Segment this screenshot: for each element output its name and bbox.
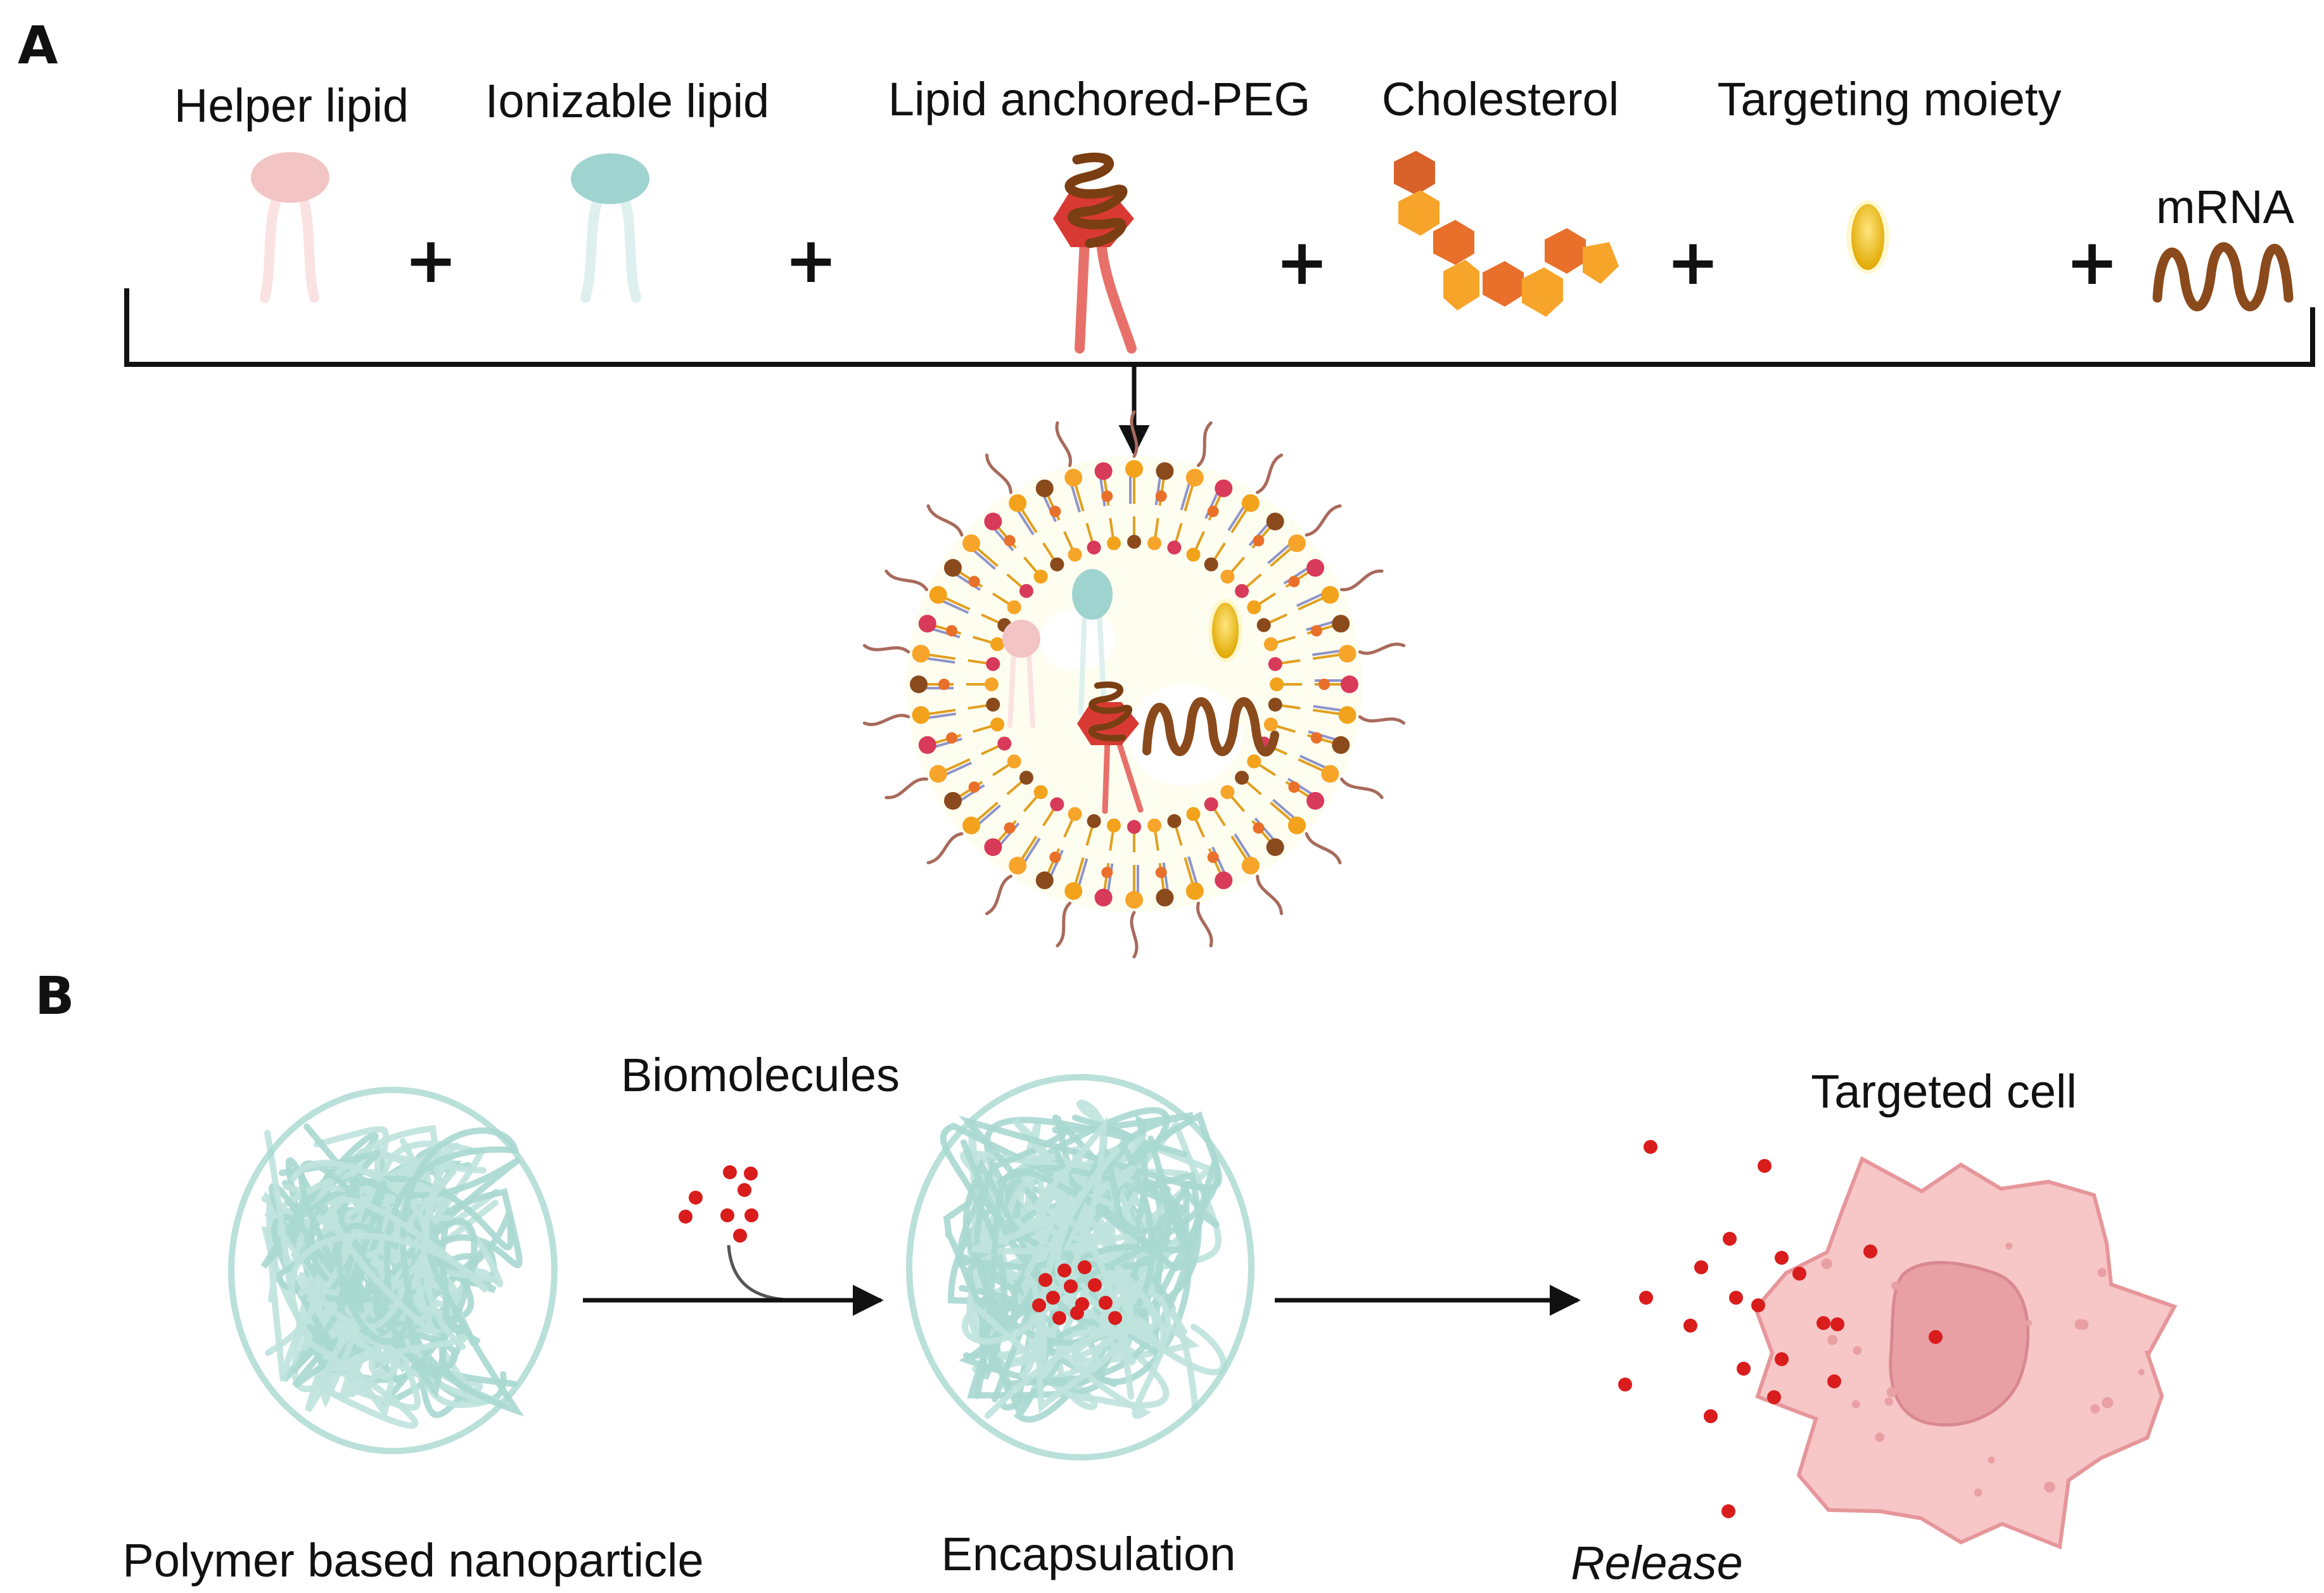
mrna-label: mRNA <box>2156 181 2295 233</box>
encapsulation-label: Encapsulation <box>942 1528 1236 1580</box>
panel-a-letter: A <box>18 16 58 76</box>
ionizable-lipid-icon <box>571 153 649 303</box>
plus-sign-5: + <box>2065 225 2119 299</box>
mrna-icon <box>2152 242 2294 312</box>
targeting-moiety-icon <box>1846 200 1889 274</box>
lnp-core <box>906 456 1362 912</box>
targeted-cell-label: Targeted cell <box>1811 1065 2077 1118</box>
targeted-cell <box>1753 1156 2178 1550</box>
panel-b-letter: B <box>35 966 75 1027</box>
cholesterol-icon <box>1394 151 1619 317</box>
lnp-mrna <box>1142 697 1279 757</box>
cell-nucleus <box>1889 1261 2030 1427</box>
lnp-targeting-moiety <box>1208 599 1242 662</box>
encapsulated-biomolecules <box>1032 1260 1122 1325</box>
combination-bracket <box>124 288 2315 367</box>
release-label: Release <box>1571 1537 1743 1589</box>
biomolecule-curve <box>727 1244 799 1302</box>
ionizable-lipid-label: Ionizable lipid <box>485 75 769 127</box>
lnp-lipid-shell <box>862 410 1406 959</box>
peg-lipid-icon <box>1053 152 1137 354</box>
released-biomolecules <box>1618 1140 1943 1518</box>
polymer-nanoparticle <box>228 1087 558 1454</box>
peg-lipid-label: Lipid anchored-PEG <box>888 73 1310 125</box>
cell-cytoplasm-speckles <box>1821 1242 2145 1497</box>
plus-sign-2: + <box>784 223 838 297</box>
helper-lipid-icon <box>251 152 329 303</box>
lipid-nanoparticle <box>862 410 1406 959</box>
plus-sign-4: + <box>1666 225 1720 299</box>
biomolecules-cluster <box>679 1165 758 1243</box>
encapsulated-nanoparticle <box>906 1074 1255 1461</box>
lnp-peg-lipid <box>1077 681 1144 814</box>
polymer-nanoparticle-label: Polymer based nanoparticle <box>122 1534 703 1587</box>
plus-sign-1: + <box>404 223 457 297</box>
biomolecules-label: Biomolecules <box>621 1049 900 1101</box>
plus-sign-3: + <box>1275 225 1329 299</box>
targeting-moiety-label: Targeting moiety <box>1718 73 2062 125</box>
helper-lipid-label: Helper lipid <box>174 79 409 132</box>
cholesterol-label: Cholesterol <box>1382 73 1619 125</box>
lnp-helper-lipid <box>1002 620 1040 728</box>
